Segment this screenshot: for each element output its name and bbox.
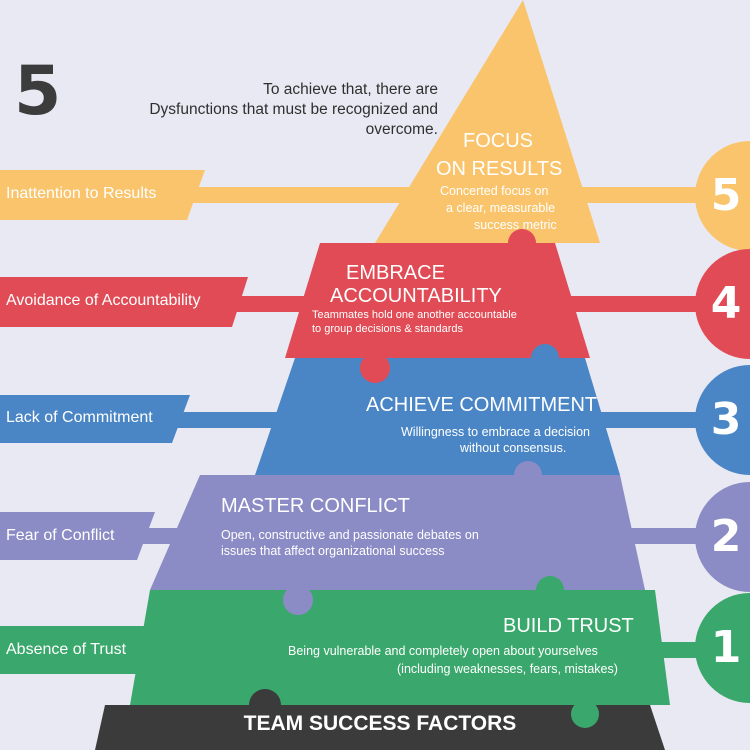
tier-5-socket <box>508 229 536 257</box>
level-4-desc-line-2: to group decisions & standards <box>312 323 464 335</box>
tab-1 <box>0 626 160 674</box>
level-5-title-line-1: FOCUS <box>463 130 533 152</box>
tier-1-knob-socket <box>249 689 281 721</box>
dysfunction-label-3: Lack of Commitment <box>6 409 153 426</box>
level-number-1: 1 <box>710 622 742 673</box>
tier-5-knob-bottom <box>409 213 439 243</box>
tier-4 <box>285 243 590 358</box>
level-1-desc-line-1: Being vulnerable and completely open abo… <box>288 644 598 658</box>
tier-4-socket <box>531 344 559 372</box>
level-4-title-line-1: EMBRACE <box>346 262 445 284</box>
tier-3 <box>255 358 620 475</box>
level-3-title: ACHIEVE COMMITMENT <box>366 394 598 416</box>
level-5-title-line-2: ON RESULTS <box>436 158 563 180</box>
level-1-desc-line-2: (including weaknesses, fears, mistakes) <box>397 662 618 676</box>
number-circles <box>695 141 750 703</box>
tier-1-knob-bottom <box>571 700 599 728</box>
dysfunction-tabs <box>0 170 248 674</box>
number-circle-2 <box>695 482 750 592</box>
dysfunction-label-1: Absence of Trust <box>6 641 127 658</box>
tier-2-knob-bottom <box>283 585 313 615</box>
number-circle-3 <box>695 365 750 475</box>
level-number-2: 2 <box>710 511 742 562</box>
level-5-desc-line-1: Concerted focus on <box>440 184 549 198</box>
level-2-desc-line-1: Open, constructive and passionate debate… <box>221 528 479 542</box>
header-number: 5 <box>14 52 62 131</box>
level-4-title-line-2: ACCOUNTABILITY <box>330 285 502 307</box>
level-2-title: MASTER CONFLICT <box>221 495 410 517</box>
level-5-desc-line-2: a clear, measurable <box>446 201 556 215</box>
number-circle-1 <box>695 593 750 703</box>
tier-4-knob-bottom <box>360 353 390 383</box>
tab-3 <box>0 395 190 443</box>
base-tier <box>95 705 665 750</box>
level-3-desc-line-2: without consensus. <box>460 441 567 455</box>
tier-3-knob-bottom <box>312 440 342 470</box>
level-1-title: BUILD TRUST <box>503 615 634 637</box>
dysfunction-label-5: Inattention to Results <box>6 185 157 202</box>
tier-2 <box>150 475 645 590</box>
number-circle-5 <box>695 141 750 251</box>
header-line-1: To achieve that, there are <box>263 81 438 98</box>
tab-4 <box>0 277 248 327</box>
tier-1 <box>130 590 670 705</box>
dysfunction-label-4: Avoidance of Accountability <box>6 292 201 309</box>
level-3-desc-line-1: Willingness to embrace a decision <box>401 425 590 439</box>
base-title: TEAM SUCCESS FACTORS <box>243 712 517 735</box>
level-number-4: 4 <box>710 278 742 329</box>
header-intro: To achieve that, there are Dysfunctions … <box>76 80 438 140</box>
tab-5 <box>0 170 205 220</box>
level-2-desc-line-2: issues that affect organizational succes… <box>221 544 445 558</box>
dysfunction-label-2: Fear of Conflict <box>6 527 115 544</box>
tier-5 <box>375 0 600 243</box>
level-number-5: 5 <box>710 170 742 221</box>
level-4-desc-line-1: Teammates hold one another accountable <box>312 309 517 321</box>
tier-2-socket <box>536 576 564 604</box>
tier-3-socket <box>514 461 542 489</box>
level-5-desc-line-3: success metric <box>474 218 557 232</box>
number-circle-4 <box>695 249 750 359</box>
level-number-3: 3 <box>710 394 742 445</box>
tab-2 <box>0 512 155 560</box>
header-line-2: Dysfunctions that must be recognized and… <box>149 101 438 138</box>
